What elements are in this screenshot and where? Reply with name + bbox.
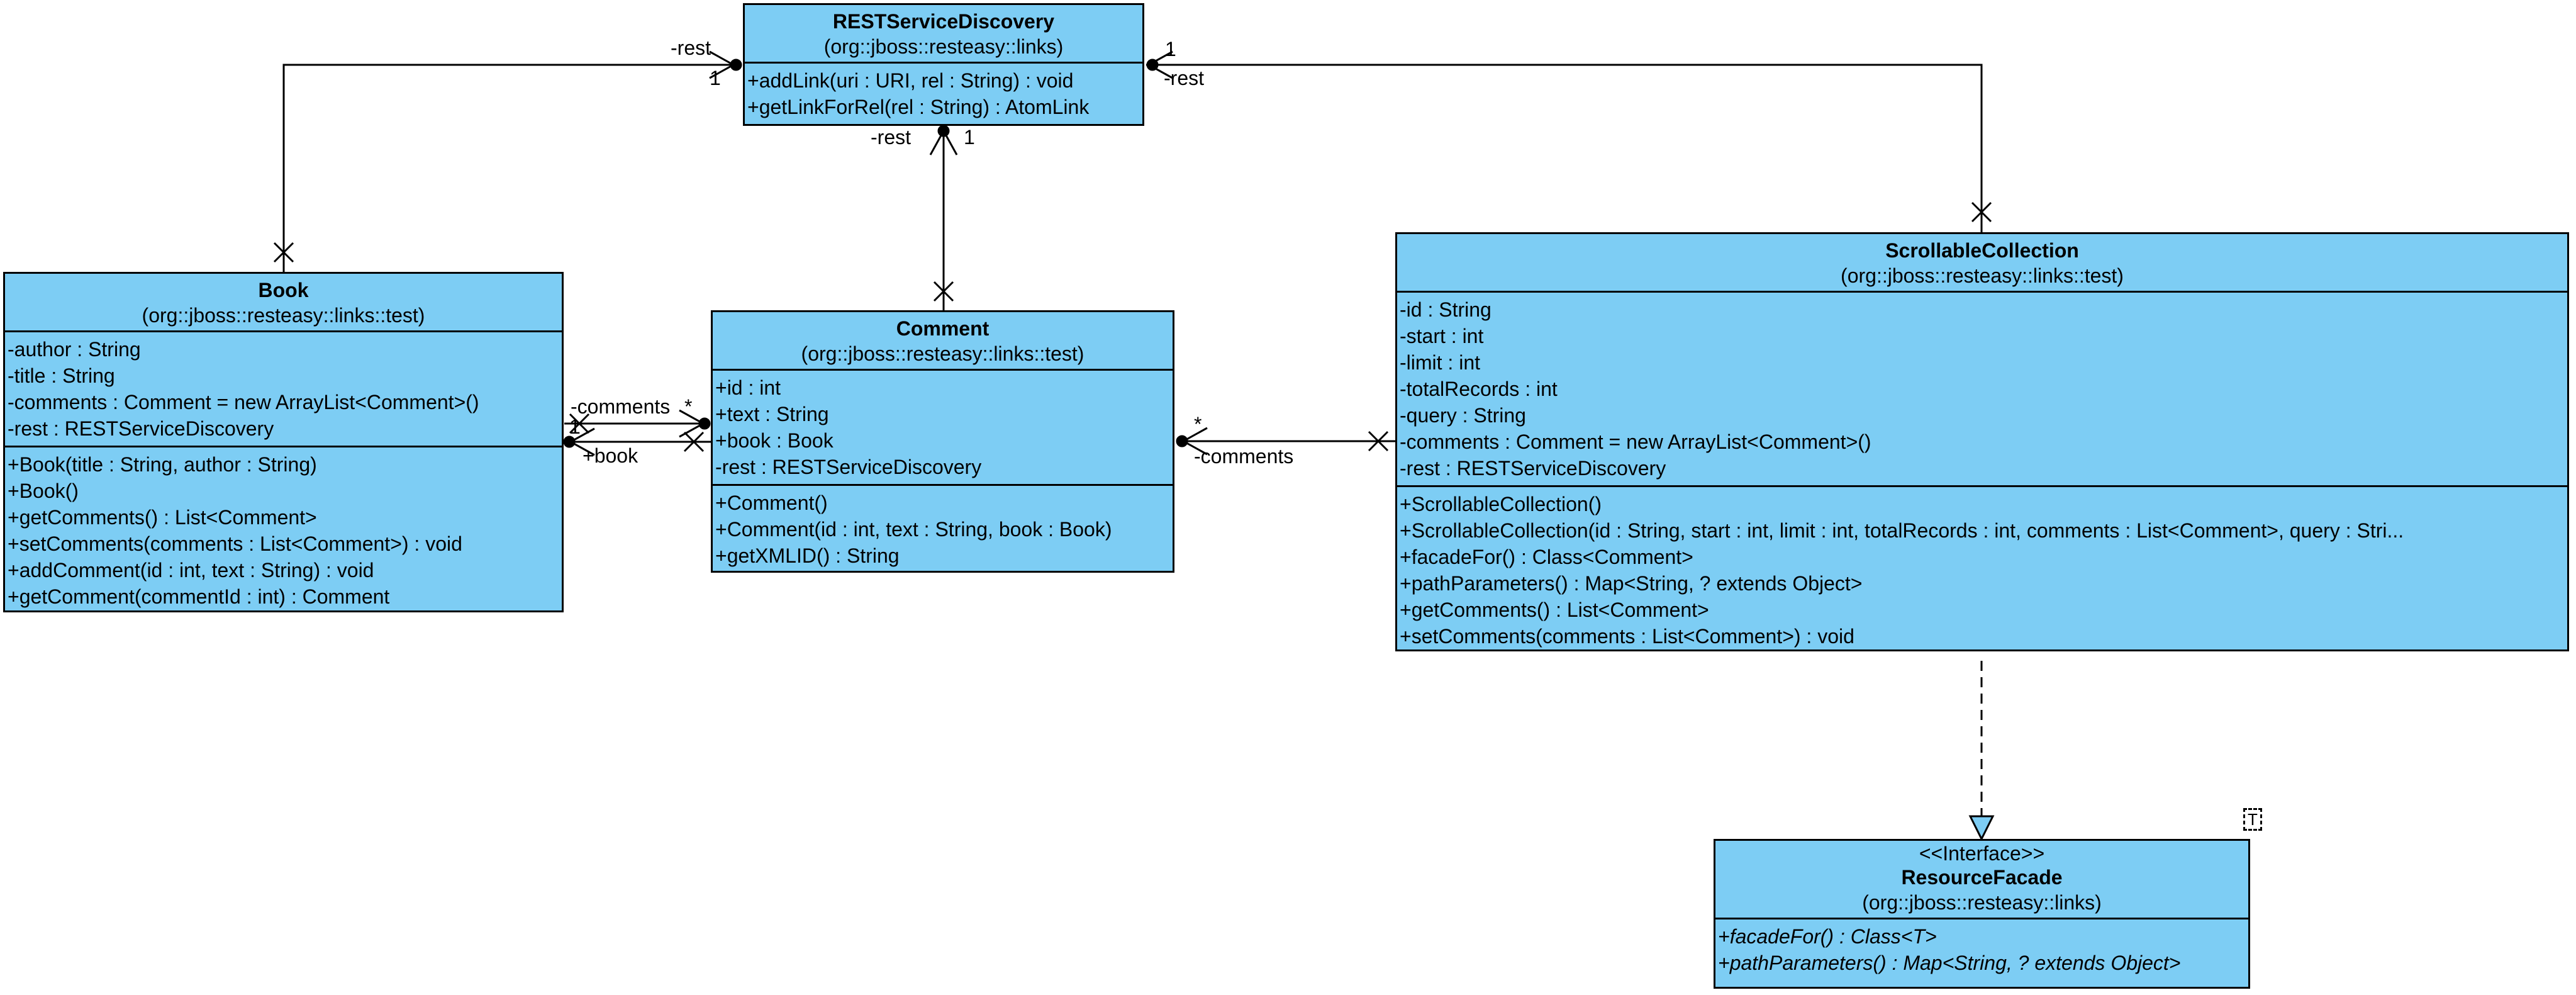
operations-section: +Comment() +Comment(id : int, text : Str…	[713, 484, 1173, 573]
book-rest-association	[282, 64, 736, 272]
class-name: ResourceFacade	[1901, 866, 2063, 889]
comment-book-role-label: +book	[583, 444, 638, 467]
operation: +getXMLID() : String	[715, 544, 900, 567]
class-stereotype: <<Interface>>	[1919, 842, 2045, 865]
book-comments-x	[569, 413, 590, 434]
class-header: Comment (org::jboss::resteasy::links::te…	[713, 312, 1173, 371]
class-scrollable-collection[interactable]: ScrollableCollection (org::jboss::restea…	[1395, 232, 2569, 651]
operation: +getComment(commentId : int) : Comment	[8, 585, 390, 608]
sc-comments-role-label: -comments	[1194, 445, 1294, 468]
operation: +Book()	[8, 480, 79, 502]
operation: +addLink(uri : URI, rel : String) : void	[747, 69, 1074, 92]
attribute: -totalRecords : int	[1400, 378, 1558, 400]
comment-rest-role-label: -rest	[871, 126, 911, 149]
sc-rest-x	[1971, 201, 1992, 223]
class-name: Book	[258, 279, 309, 301]
book-rest-x	[273, 242, 294, 263]
class-package: (org::jboss::resteasy::links)	[823, 35, 1064, 58]
attribute: -comments : Comment = new ArrayList<Comm…	[8, 391, 479, 413]
sc-comments-dot	[1176, 435, 1188, 447]
operation: +addComment(id : int, text : String) : v…	[8, 559, 374, 582]
book-rest-multiplicity-label: 1	[710, 67, 721, 89]
realization-arrowhead	[1968, 815, 1995, 841]
class-name: Comment	[896, 317, 990, 340]
operation: +facadeFor() : Class<Comment>	[1400, 546, 1693, 568]
attributes-section: -author : String -title : String -commen…	[5, 332, 562, 446]
book-comments-dot	[698, 417, 711, 430]
class-header: ScrollableCollection (org::jboss::restea…	[1397, 234, 2567, 293]
sc-comments-x	[1368, 430, 1389, 452]
attribute: -start : int	[1400, 325, 1484, 347]
sc-rest-dot	[1146, 59, 1159, 71]
class-header: <<Interface>> ResourceFacade (org::jboss…	[1715, 841, 2248, 919]
operations-section: +Book(title : String, author : String) +…	[5, 446, 562, 614]
book-comments-multiplicity-label: *	[684, 395, 693, 418]
comment-rest-dot	[937, 125, 950, 137]
operation: +Comment()	[715, 492, 828, 514]
operation: +ScrollableCollection()	[1400, 493, 1602, 515]
class-package: (org::jboss::resteasy::links::test)	[801, 342, 1084, 365]
class-name: ScrollableCollection	[1885, 239, 2079, 262]
class-name: RESTServiceDiscovery	[832, 10, 1055, 33]
attribute: -rest : RESTServiceDiscovery	[715, 456, 982, 478]
operation: +setComments(comments : List<Comment>) :…	[8, 532, 462, 555]
attribute: -limit : int	[1400, 351, 1480, 374]
operation: +ScrollableCollection(id : String, start…	[1400, 519, 2404, 542]
operation: +getLinkForRel(rel : String) : AtomLink	[747, 96, 1090, 118]
attribute: +book : Book	[715, 429, 834, 452]
class-book[interactable]: Book (org::jboss::resteasy::links::test)…	[3, 272, 564, 612]
attribute: -rest : RESTServiceDiscovery	[1400, 457, 1666, 480]
class-header: RESTServiceDiscovery (org::jboss::restea…	[745, 5, 1142, 64]
operations-section: +addLink(uri : URI, rel : String) : void…	[745, 64, 1142, 124]
class-rest-service-discovery[interactable]: RESTServiceDiscovery (org::jboss::restea…	[743, 3, 1144, 126]
book-rest-role-label: -rest	[671, 37, 711, 59]
attribute: -rest : RESTServiceDiscovery	[8, 417, 274, 440]
attribute: +id : int	[715, 376, 781, 399]
operation: +pathParameters() : Map<String, ? extend…	[1718, 952, 2181, 974]
attribute: -comments : Comment = new ArrayList<Comm…	[1400, 430, 1871, 453]
attributes-section: -id : String -start : int -limit : int -…	[1397, 293, 2567, 485]
comment-book-dot	[563, 436, 576, 448]
class-comment[interactable]: Comment (org::jboss::resteasy::links::te…	[711, 310, 1174, 573]
operation: +getComments() : List<Comment>	[1400, 599, 1709, 621]
attribute: -author : String	[8, 338, 141, 361]
sc-rest-multiplicity-label: 1	[1165, 38, 1176, 60]
sc-rest-role-label: -rest	[1164, 67, 1204, 89]
comment-book-multiplicity-label: 1	[569, 415, 581, 438]
attributes-section: +id : int +text : String +book : Book -r…	[713, 371, 1173, 484]
comment-rest-multiplicity-label: 1	[964, 126, 975, 149]
comment-rest-x	[933, 281, 954, 302]
operation: +pathParameters() : Map<String, ? extend…	[1400, 572, 1863, 595]
operation: +getComments() : List<Comment>	[8, 506, 317, 529]
attribute: -id : String	[1400, 298, 1492, 321]
operation: +Comment(id : int, text : String, book :…	[715, 518, 1112, 541]
operations-section: +facadeFor() : Class<T> +pathParameters(…	[1715, 919, 2248, 980]
attribute: -title : String	[8, 364, 115, 387]
operations-section: +ScrollableCollection() +ScrollableColle…	[1397, 485, 2567, 653]
class-package: (org::jboss::resteasy::links::test)	[1841, 264, 2124, 287]
sc-rest-association	[1146, 64, 1983, 232]
book-comments-role-label: -comments	[571, 395, 671, 418]
comment-book-x	[683, 431, 705, 453]
operation: +setComments(comments : List<Comment>) :…	[1400, 625, 1854, 648]
template-parameter: T	[2243, 808, 2262, 831]
operation: +Book(title : String, author : String)	[8, 453, 317, 476]
interface-resource-facade[interactable]: <<Interface>> ResourceFacade (org::jboss…	[1714, 839, 2250, 989]
attribute: -query : String	[1400, 404, 1526, 427]
attribute: +text : String	[715, 403, 829, 425]
class-package: (org::jboss::resteasy::links::test)	[142, 304, 425, 327]
class-header: Book (org::jboss::resteasy::links::test)	[5, 274, 562, 332]
operation: +facadeFor() : Class<T>	[1718, 925, 1937, 948]
sc-comments-multiplicity-label: *	[1194, 413, 1202, 436]
class-package: (org::jboss::resteasy::links)	[1862, 891, 2102, 914]
book-rest-dot	[730, 59, 742, 71]
